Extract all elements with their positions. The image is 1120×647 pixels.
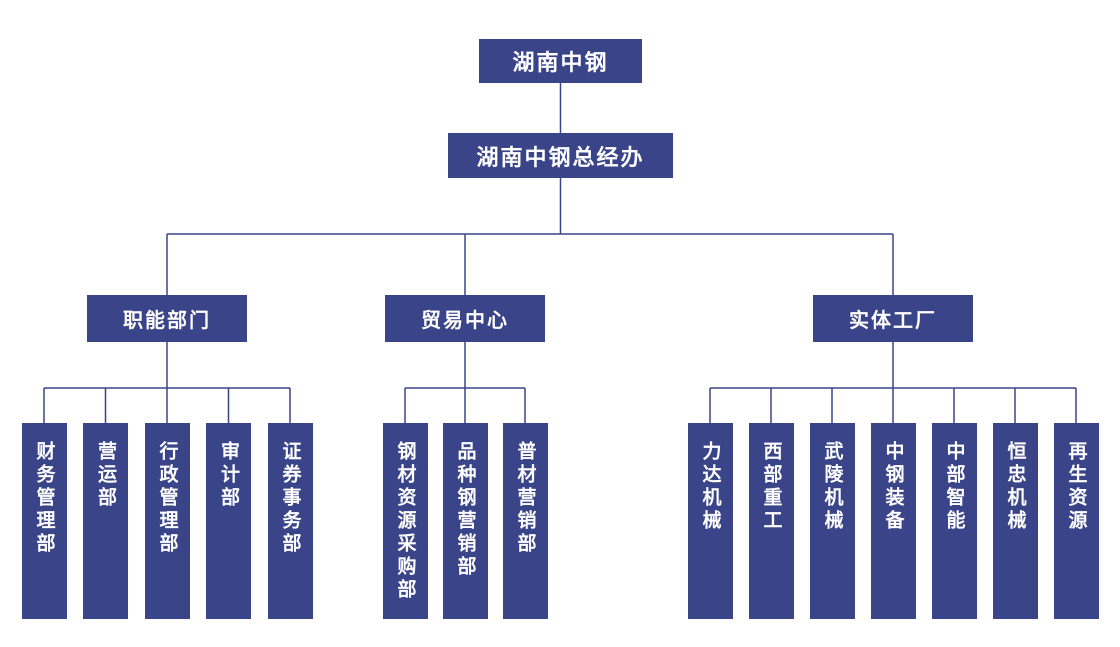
org-node-leaf: 行政管理部 bbox=[144, 423, 190, 619]
org-node-branch-functional-departments: 职能部门 bbox=[87, 295, 247, 342]
org-node-leaf: 证券事务部 bbox=[267, 423, 313, 619]
org-node-leaf: 审计部 bbox=[206, 423, 251, 619]
org-node-branch-physical-factories: 实体工厂 bbox=[813, 295, 973, 342]
org-node-leaf: 钢材资源采购部 bbox=[382, 423, 428, 619]
org-node-leaf: 恒忠机械 bbox=[992, 423, 1038, 619]
org-node-leaf: 财务管理部 bbox=[21, 423, 67, 619]
org-node-leaf: 力达机械 bbox=[687, 423, 733, 619]
org-node-leaf: 西部重工 bbox=[748, 423, 794, 619]
org-node-leaf: 普材营销部 bbox=[502, 423, 548, 619]
org-node-leaf: 营运部 bbox=[83, 423, 128, 619]
org-node-branch-trade-center: 贸易中心 bbox=[385, 295, 545, 342]
org-node-leaf: 中钢装备 bbox=[870, 423, 916, 619]
org-node-leaf: 再生资源 bbox=[1053, 423, 1099, 619]
org-node-leaf: 品种钢营销部 bbox=[442, 423, 488, 619]
org-node-root: 湖南中钢 bbox=[479, 39, 642, 83]
org-node-leaf: 武陵机械 bbox=[809, 423, 855, 619]
org-node-general-office: 湖南中钢总经办 bbox=[448, 133, 673, 178]
org-node-leaf: 中部智能 bbox=[931, 423, 977, 619]
